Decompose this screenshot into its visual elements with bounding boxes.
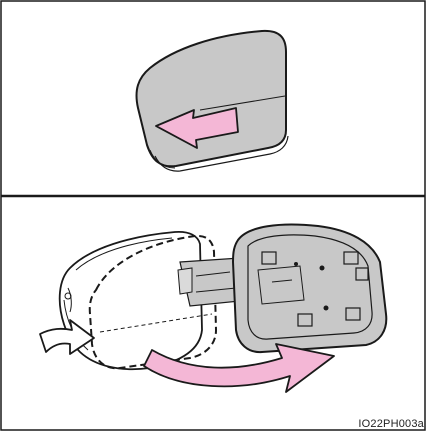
detached-mirror-glass-icon (233, 225, 386, 353)
bottom-panel (40, 225, 386, 392)
mirror-glass-icon (137, 31, 289, 171)
top-panel (137, 31, 289, 171)
mirror-housing-icon (60, 232, 202, 369)
figure-code-label: IO22PH003a (358, 418, 424, 430)
